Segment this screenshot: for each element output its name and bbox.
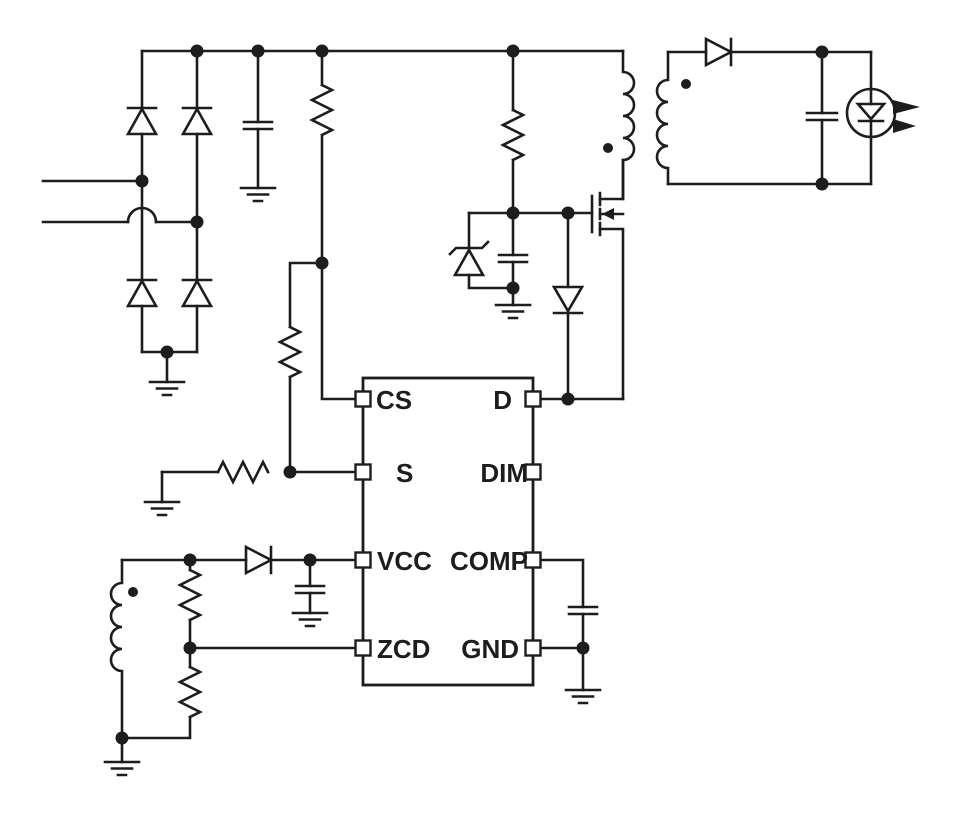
junction-dot (190, 44, 204, 58)
pin-label-d: D (493, 385, 512, 415)
cs-network (143, 49, 357, 517)
mosfet-source-wire (598, 227, 625, 401)
mosfet (590, 158, 625, 401)
pin-label-zcd: ZCD (377, 634, 430, 664)
junction-dot (506, 281, 520, 295)
junction-dot (506, 44, 520, 58)
aux-winding-network (103, 544, 357, 777)
aux-winding-icon (109, 558, 124, 740)
pin-comp (524, 551, 542, 569)
ground-symbol-bulk-cap (239, 186, 277, 203)
output-capacitor (805, 50, 839, 186)
secondary-polarity-dot (681, 79, 691, 89)
gate-zener-diode-icon (448, 211, 515, 290)
pin-label-comp: COMP (450, 546, 528, 576)
ic-outline (361, 376, 535, 687)
junction-dot (183, 641, 197, 655)
junction-dot (283, 465, 297, 479)
comp-wire (539, 558, 585, 609)
ground-symbol-ic (564, 688, 602, 705)
pin-zcd (354, 639, 372, 657)
bridge-diode-bottom-left-icon (125, 278, 159, 308)
pin-label-s: S (396, 458, 413, 488)
pin-label-cs: CS (376, 385, 412, 415)
ground-symbol-vcc (291, 611, 329, 628)
bulk-capacitor (239, 49, 277, 203)
junction-dot (160, 345, 174, 359)
led-diode-icon (855, 102, 887, 121)
capacitor-icon (242, 120, 274, 131)
secondary-winding-icon (655, 50, 670, 186)
capacitor-icon (294, 584, 326, 595)
junction-dot (303, 553, 317, 567)
capacitor-icon (497, 253, 529, 264)
junction-dot (815, 45, 829, 59)
pin-vcc (354, 551, 372, 569)
pin-cs (354, 390, 372, 408)
junction-dot (115, 731, 129, 745)
transformer (603, 49, 691, 201)
pin-d (524, 390, 542, 408)
gate-capacitor (494, 211, 532, 320)
vcc-diode-icon (244, 544, 274, 576)
output-stage (666, 36, 920, 186)
junction-dot (561, 206, 575, 220)
junction-dot (315, 44, 329, 58)
junction-dot (815, 177, 829, 191)
capacitor-icon (805, 111, 839, 122)
junction-dot (315, 256, 329, 270)
zcd-divider-resistor-upper-icon (177, 568, 203, 622)
gate-supply-resistor-icon (500, 108, 526, 162)
ic-body: CS S VCC ZCD D DIM COMP GND (354, 376, 542, 687)
bridge-diode-top-left-icon (125, 106, 159, 136)
junction-dot (135, 174, 149, 188)
startup-resistor-icon (309, 83, 335, 137)
pin-s (354, 463, 372, 481)
ac-input-lines (41, 179, 199, 224)
primary-polarity-dot (603, 143, 613, 153)
junction-dot (183, 553, 197, 567)
secondary-rectifier-diode-icon (704, 36, 734, 68)
gate-to-drain-diode-icon (551, 211, 585, 401)
ground-symbol-gate (494, 303, 532, 320)
junction-dot (251, 44, 265, 58)
gate-supply-network (448, 49, 594, 401)
ground-symbol-aux (103, 760, 141, 777)
bridge-diode-bottom-right-icon (180, 278, 214, 308)
ground-symbol-sense (143, 500, 181, 517)
source-sense-resistor-icon (216, 459, 270, 485)
pin-label-vcc: VCC (377, 546, 432, 576)
vcc-capacitor (291, 558, 329, 628)
bridge-diode-top-right-icon (180, 106, 214, 136)
primary-winding-icon (621, 49, 636, 201)
pin-dim (524, 463, 542, 481)
led-emission-arrows-icon (893, 100, 920, 133)
mosfet-arrow-icon (602, 208, 614, 220)
ground-symbol-bridge (148, 380, 186, 397)
led (845, 50, 920, 186)
junction-dot (190, 215, 204, 229)
pin-label-gnd: GND (461, 634, 519, 664)
comp-gnd-network (539, 558, 602, 705)
junction-dot (506, 206, 520, 220)
mosfet-drain-wire (598, 158, 625, 201)
pin-label-dim: DIM (480, 458, 528, 488)
junction-dot (576, 641, 590, 655)
aux-polarity-dot (128, 587, 138, 597)
pin-gnd (524, 639, 542, 657)
junction-dots (115, 44, 829, 745)
junction-dot (561, 392, 575, 406)
cs-divider-resistor-icon (277, 325, 303, 379)
bridge-rectifier (125, 49, 625, 397)
zcd-divider-resistor-lower-icon (177, 665, 203, 719)
